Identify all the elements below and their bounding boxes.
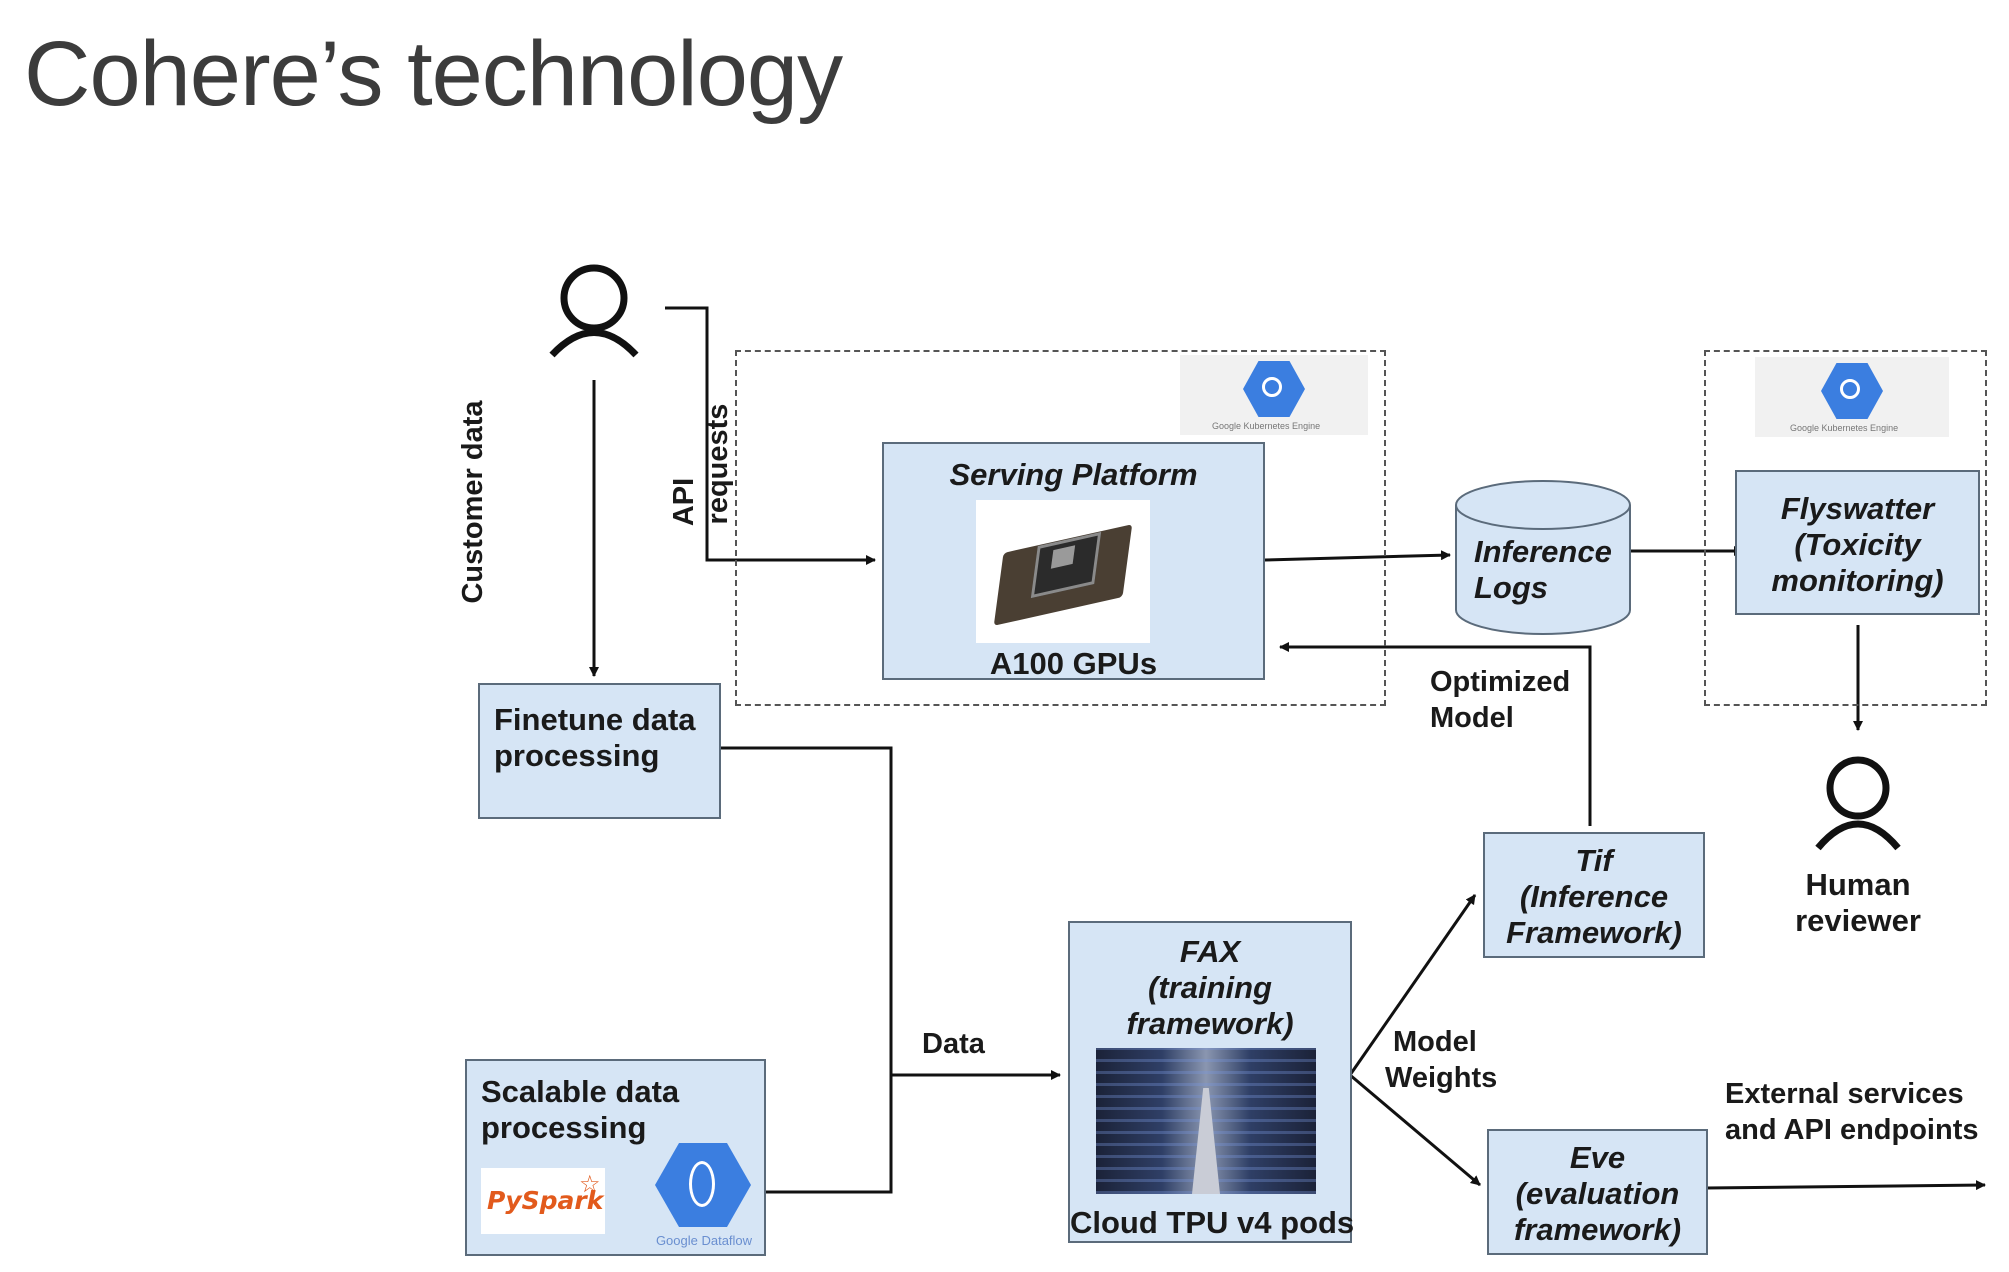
arrow-api-requests [665,306,876,565]
gke-label: Google Kubernetes Engine [1790,423,1899,433]
human-reviewer-line1: Human [1805,867,1911,902]
eve-line3: framework) [1513,1212,1682,1247]
edge-label-model-weights-1: Model [1393,1026,1477,1058]
edge-label-customer-data: Customer data [457,400,489,604]
inference-logs-line2: Logs [1474,570,1549,605]
eve-line1: Eve [1569,1140,1626,1175]
dataflow-label: Google Dataflow [655,1233,753,1248]
pyspark-logo: PySpark ☆ [481,1168,605,1234]
edge-label-model-weights-2: Weights [1385,1062,1498,1094]
flyswatter-line3: monitoring) [1771,563,1944,598]
finetune-line1: Finetune data [494,702,696,737]
line-finetune-to-data [720,746,893,1075]
gke-cluster-monitoring [1704,350,1987,706]
tif-line2: (Inference [1519,879,1669,914]
arrow-optimized-model [1279,642,1592,826]
inference-logs-cylinder [1455,480,1631,635]
user-icon [1815,756,1901,851]
scalable-data-box: Scalable data processing PySpark ☆ Googl… [465,1059,766,1256]
serving-platform-caption: A100 GPUs [989,646,1158,681]
fax-line1: FAX [1179,934,1241,969]
human-reviewer-line2: reviewer [1795,903,1921,938]
edge-label-optimized-model-2: Model [1430,702,1514,734]
fax-caption: Cloud TPU v4 pods [1070,1205,1355,1240]
tif-line1: Tif [1575,843,1613,878]
fax-box: FAX (training framework) Cloud TPU v4 po… [1068,921,1355,1243]
finetune-data-box: Finetune data processing [478,683,721,819]
spark-star-icon: ☆ [579,1171,601,1198]
scalable-line1: Scalable data [481,1074,680,1109]
edge-label-external-1: External services [1725,1078,1964,1110]
slide-title: Cohere’s technology [24,23,843,125]
arrow-fax-to-tif [1348,894,1477,1076]
gpu-chip-image [976,500,1150,643]
gke-label: Google Kubernetes Engine [1212,421,1321,431]
fax-line3: framework) [1126,1006,1294,1041]
eve-box: Eve (evaluation framework) [1487,1129,1708,1255]
serving-platform-title: Serving Platform [949,457,1198,492]
scalable-line2: processing [481,1110,647,1145]
edge-label-data: Data [922,1028,985,1060]
tpu-datacenter-image [1096,1048,1316,1194]
google-dataflow-logo: Google Dataflow [643,1143,765,1253]
line-scalable-to-data [765,1075,893,1194]
user-icon [549,264,639,358]
tif-box: Tif (Inference Framework) [1483,832,1705,958]
fax-line2: (training [1148,970,1272,1005]
flyswatter-line2: (Toxicity [1794,527,1921,562]
finetune-line2: processing [494,738,660,773]
edge-label-optimized-model-1: Optimized [1430,666,1571,698]
tif-line3: Framework) [1506,915,1682,950]
arrow-fax-to-eve [1349,1073,1481,1187]
gke-logo: Google Kubernetes Engine [1180,355,1368,435]
flyswatter-line1: Flyswatter [1780,491,1935,526]
edge-label-external-2: and API endpoints [1725,1114,1979,1146]
flyswatter-box: Flyswatter (Toxicity monitoring) [1735,470,1980,615]
edge-label-requests: requests [702,403,734,525]
inference-logs-line1: Inference [1474,534,1612,569]
gke-logo: Google Kubernetes Engine [1755,357,1949,437]
pyspark-text: PySpark [487,1186,604,1215]
dataflow-glyph-icon [689,1161,715,1207]
serving-platform-box: Serving Platform A100 GPUs [882,442,1265,681]
eve-line2: (evaluation [1515,1176,1680,1211]
arrow-serving-to-logs [1264,550,1451,562]
gke-cluster-serving [735,350,1386,706]
edge-label-api: API [668,477,700,527]
arrow-eve-to-external [1705,1180,1986,1191]
